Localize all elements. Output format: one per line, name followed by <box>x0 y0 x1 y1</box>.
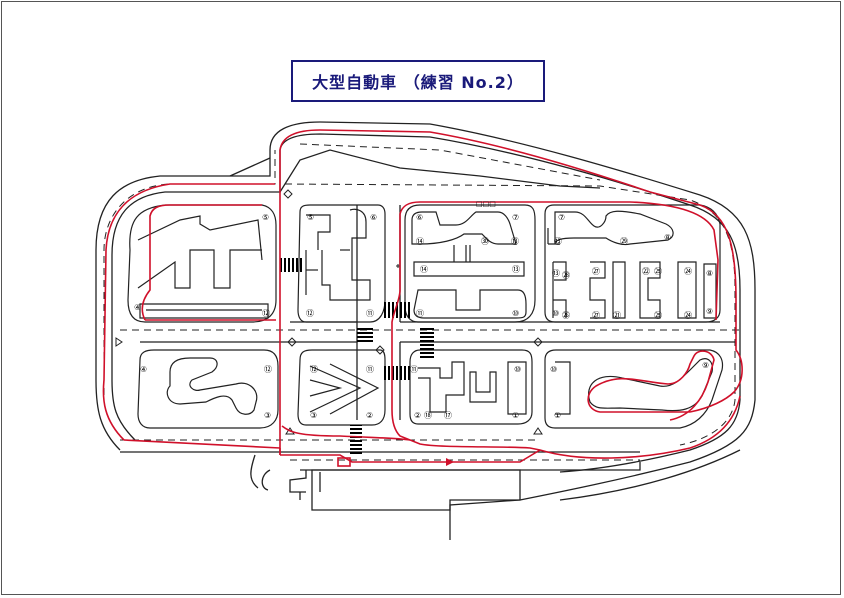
point-label: ㉙ <box>620 237 628 246</box>
point-label: ⑰ <box>444 411 452 420</box>
point-label: ⑪ <box>410 365 418 374</box>
point-label: ⑫ <box>310 365 318 374</box>
point-label: ④ <box>134 303 141 312</box>
block-bottom-center <box>409 349 533 425</box>
point-label: ㉘ <box>562 271 570 280</box>
course-point-labels: ⑤ ⑤ ⑥ ⑥ ⑦ ⑦ ⑧ ⑧ ⑨ ⑨ ⑭ ⑭ ⑬ ⑬ ⑬ ⑬ ㉚ ㉙ ㉘ ㉗ … <box>134 213 713 420</box>
point-label: ⑪ <box>416 309 424 318</box>
point-label: ⑭ <box>416 237 424 246</box>
point-label: ⑦ <box>558 213 565 222</box>
point-label: ⑧ <box>706 269 713 278</box>
point-label: ⑬ <box>554 237 562 246</box>
block-bottom-right <box>544 349 724 429</box>
point-label: ⑩ <box>512 309 519 318</box>
point-label: ㉔ <box>684 311 692 320</box>
crosswalks <box>280 258 434 455</box>
signal-label: □□□ <box>476 200 496 208</box>
block-top-left <box>127 204 277 323</box>
point-label: ⑫ <box>306 309 314 318</box>
point-label: ⑬ <box>512 265 520 274</box>
point-label: ① <box>512 411 519 420</box>
point-label: ⑤ <box>262 213 269 222</box>
point-label: ⑩ <box>550 365 557 374</box>
point-label: ㉒ <box>642 267 650 276</box>
point-label: ⑪ <box>366 309 374 318</box>
point-label: ⑨ <box>706 307 713 316</box>
point-label: ㉚ <box>481 237 489 246</box>
map-title: 大型自動車 （練習 No.2） <box>291 60 545 102</box>
point-label: ⑱ <box>424 411 432 420</box>
point-label: ⑧ <box>664 233 671 242</box>
point-label: ㉗ <box>592 311 600 320</box>
point-label: ⑩ <box>552 309 559 318</box>
point-label: ㉑ <box>613 311 621 320</box>
point-label: ㉕ <box>654 311 662 320</box>
point-label: ② <box>414 411 421 420</box>
central-cross-road <box>140 205 735 420</box>
point-label: ㉔ <box>684 267 692 276</box>
point-label: ③ <box>264 411 271 420</box>
point-label: ㉕ <box>654 267 662 276</box>
route-arrow <box>337 457 454 467</box>
point-label: ⑥ <box>370 213 377 222</box>
point-label: ⑬ <box>552 269 560 278</box>
block-top-middle <box>297 204 386 323</box>
point-label: ㉖ <box>562 311 570 320</box>
building <box>311 469 521 511</box>
point-label: ⑬ <box>511 237 519 246</box>
block-bottom-left <box>137 349 279 429</box>
point-label: ② <box>366 411 373 420</box>
practice-route <box>102 129 743 463</box>
point-label: ⑩ <box>514 365 521 374</box>
point-label: ④ <box>140 365 147 374</box>
point-label: ① <box>554 411 561 420</box>
block-top-right <box>544 204 721 323</box>
point-label: ③ <box>310 411 317 420</box>
outer-course <box>95 121 756 540</box>
point-label: ⑫ <box>264 365 272 374</box>
point-label: ㉗ <box>592 267 600 276</box>
point-label: ⑪ <box>366 365 374 374</box>
point-label: ⑤ <box>307 213 314 222</box>
road-markers <box>115 189 543 435</box>
block-top-center <box>404 204 536 323</box>
point-label: ⑨ <box>702 361 709 370</box>
point-label: ⑥ <box>416 213 423 222</box>
point-label: ⑦ <box>512 213 519 222</box>
point-label: ⑫ <box>262 309 270 318</box>
block-bottom-middle <box>297 349 386 426</box>
point-label: ⑭ <box>420 265 428 274</box>
